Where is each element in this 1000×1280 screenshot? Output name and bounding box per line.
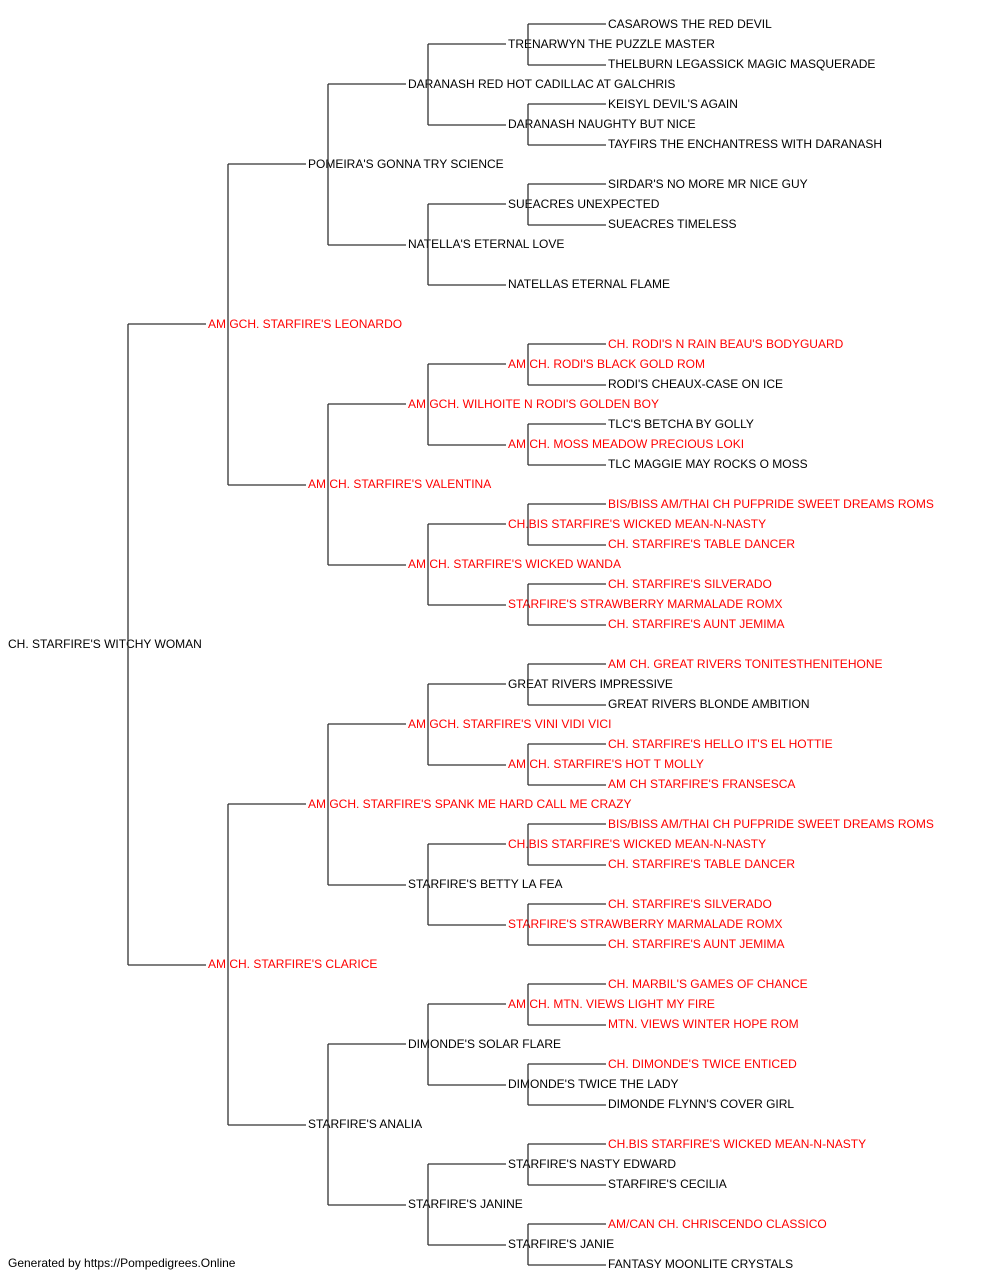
dog-name-natellas-eternal-flame: NATELLAS ETERNAL FLAME (508, 277, 670, 291)
dog-name-ch-starfire-s-table-dancer: CH. STARFIRE'S TABLE DANCER (608, 537, 795, 551)
dog-name-starfire-s-janie: STARFIRE'S JANIE (508, 1237, 614, 1251)
dog-name-starfire-s-strawberry-marmalade-romx: STARFIRE'S STRAWBERRY MARMALADE ROMX (508, 597, 783, 611)
dog-name-fantasy-moonlite-crystals: FANTASY MOONLITE CRYSTALS (608, 1257, 793, 1271)
dog-name-keisyl-devil-s-again: KEISYL DEVIL'S AGAIN (608, 97, 738, 111)
dog-name-natella-s-eternal-love: NATELLA'S ETERNAL LOVE (408, 237, 564, 251)
dog-name-am-ch-starfire-s-hot-t-molly: AM CH. STARFIRE'S HOT T MOLLY (508, 757, 704, 771)
dog-name-dimonde-s-solar-flare: DIMONDE'S SOLAR FLARE (408, 1037, 561, 1051)
dog-name-ch-starfire-s-table-dancer: CH. STARFIRE'S TABLE DANCER (608, 857, 795, 871)
dog-name-dimonde-flynn-s-cover-girl: DIMONDE FLYNN'S COVER GIRL (608, 1097, 794, 1111)
dog-name-trenarwyn-the-puzzle-master: TRENARWYN THE PUZZLE MASTER (508, 37, 715, 51)
dog-name-ch-bis-starfire-s-wicked-mean-n-nasty: CH.BIS STARFIRE'S WICKED MEAN-N-NASTY (508, 837, 766, 851)
dog-name-am-ch-starfire-s-clarice: AM CH. STARFIRE'S CLARICE (208, 957, 377, 971)
dog-name-sueacres-unexpected: SUEACRES UNEXPECTED (508, 197, 660, 211)
dog-name-thelburn-legassick-magic-masquerade: THELBURN LEGASSICK MAGIC MASQUERADE (608, 57, 875, 71)
dog-name-sueacres-timeless: SUEACRES TIMELESS (608, 217, 736, 231)
dog-name-daranash-red-hot-cadillac-at-galchris: DARANASH RED HOT CADILLAC AT GALCHRIS (408, 77, 675, 91)
dog-name-bis-biss-am-thai-ch-pufpride-sweet-dreams-roms: BIS/BISS AM/THAI CH PUFPRIDE SWEET DREAM… (608, 817, 934, 831)
dog-name-ch-marbil-s-games-of-chance: CH. MARBIL'S GAMES OF CHANCE (608, 977, 808, 991)
dog-name-starfire-s-nasty-edward: STARFIRE'S NASTY EDWARD (508, 1157, 676, 1171)
dog-name-am-gch-wilhoite-n-rodi-s-golden-boy: AM GCH. WILHOITE N RODI'S GOLDEN BOY (408, 397, 659, 411)
dog-name-am-ch-starfire-s-valentina: AM CH. STARFIRE'S VALENTINA (308, 477, 491, 491)
dog-name-mtn-views-winter-hope-rom: MTN. VIEWS WINTER HOPE ROM (608, 1017, 799, 1031)
dog-name-pomeira-s-gonna-try-science: POMEIRA'S GONNA TRY SCIENCE (308, 157, 504, 171)
dog-name-starfire-s-cecilia: STARFIRE'S CECILIA (608, 1177, 727, 1191)
dog-name-bis-biss-am-thai-ch-pufpride-sweet-dreams-roms: BIS/BISS AM/THAI CH PUFPRIDE SWEET DREAM… (608, 497, 934, 511)
dog-name-great-rivers-blonde-ambition: GREAT RIVERS BLONDE AMBITION (608, 697, 810, 711)
dog-name-ch-bis-starfire-s-wicked-mean-n-nasty: CH.BIS STARFIRE'S WICKED MEAN-N-NASTY (608, 1137, 866, 1151)
dog-name-dimonde-s-twice-the-lady: DIMONDE'S TWICE THE LADY (508, 1077, 679, 1091)
dog-name-ch-dimonde-s-twice-enticed: CH. DIMONDE'S TWICE ENTICED (608, 1057, 797, 1071)
dog-name-tlc-s-betcha-by-golly: TLC'S BETCHA BY GOLLY (608, 417, 754, 431)
dog-name-am-ch-starfire-s-wicked-wanda: AM CH. STARFIRE'S WICKED WANDA (408, 557, 621, 571)
dog-name-am-ch-rodi-s-black-gold-rom: AM CH. RODI'S BLACK GOLD ROM (508, 357, 705, 371)
dog-name-ch-bis-starfire-s-wicked-mean-n-nasty: CH.BIS STARFIRE'S WICKED MEAN-N-NASTY (508, 517, 766, 531)
dog-name-casarows-the-red-devil: CASAROWS THE RED DEVIL (608, 17, 772, 31)
dog-name-starfire-s-janine: STARFIRE'S JANINE (408, 1197, 523, 1211)
dog-name-ch-starfire-s-silverado: CH. STARFIRE'S SILVERADO (608, 897, 772, 911)
footer-credit: Generated by https://Pompedigrees.Online (8, 1256, 236, 1270)
dog-name-tlc-maggie-may-rocks-o-moss: TLC MAGGIE MAY ROCKS O MOSS (608, 457, 808, 471)
dog-name-am-gch-starfire-s-leonardo: AM GCH. STARFIRE'S LEONARDO (208, 317, 402, 331)
dog-name-ch-rodi-s-n-rain-beau-s-bodyguard: CH. RODI'S N RAIN BEAU'S BODYGUARD (608, 337, 844, 351)
dog-name-starfire-s-strawberry-marmalade-romx: STARFIRE'S STRAWBERRY MARMALADE ROMX (508, 917, 783, 931)
dog-name-ch-starfire-s-silverado: CH. STARFIRE'S SILVERADO (608, 577, 772, 591)
dog-name-ch-starfire-s-witchy-woman: CH. STARFIRE'S WITCHY WOMAN (8, 637, 202, 651)
dog-name-am-ch-mtn-views-light-my-fire: AM CH. MTN. VIEWS LIGHT MY FIRE (508, 997, 715, 1011)
dog-name-ch-starfire-s-hello-it-s-el-hottie: CH. STARFIRE'S HELLO IT'S EL HOTTIE (608, 737, 833, 751)
dog-name-am-ch-great-rivers-tonitesthenitehone: AM CH. GREAT RIVERS TONITESTHENITEHONE (608, 657, 882, 671)
dog-name-starfire-s-betty-la-fea: STARFIRE'S BETTY LA FEA (408, 877, 563, 891)
dog-name-sirdar-s-no-more-mr-nice-guy: SIRDAR'S NO MORE MR NICE GUY (608, 177, 808, 191)
dog-name-starfire-s-analia: STARFIRE'S ANALIA (308, 1117, 422, 1131)
dog-name-great-rivers-impressive: GREAT RIVERS IMPRESSIVE (508, 677, 673, 691)
dog-name-am-ch-moss-meadow-precious-loki: AM CH. MOSS MEADOW PRECIOUS LOKI (508, 437, 744, 451)
dog-name-ch-starfire-s-aunt-jemima: CH. STARFIRE'S AUNT JEMIMA (608, 617, 785, 631)
dog-name-am-ch-starfire-s-fransesca: AM CH STARFIRE'S FRANSESCA (608, 777, 795, 791)
dog-name-am-can-ch-chriscendo-classico: AM/CAN CH. CHRISCENDO CLASSICO (608, 1217, 827, 1231)
dog-name-rodi-s-cheaux-case-on-ice: RODI'S CHEAUX-CASE ON ICE (608, 377, 783, 391)
dog-name-tayfirs-the-enchantress-with-daranash: TAYFIRS THE ENCHANTRESS WITH DARANASH (608, 137, 882, 151)
dog-name-daranash-naughty-but-nice: DARANASH NAUGHTY BUT NICE (508, 117, 696, 131)
dog-name-am-gch-starfire-s-vini-vidi-vici: AM GCH. STARFIRE'S VINI VIDI VICI (408, 717, 611, 731)
dog-name-ch-starfire-s-aunt-jemima: CH. STARFIRE'S AUNT JEMIMA (608, 937, 785, 951)
dog-name-am-gch-starfire-s-spank-me-hard-call-me-crazy: AM GCH. STARFIRE'S SPANK ME HARD CALL ME… (308, 797, 631, 811)
